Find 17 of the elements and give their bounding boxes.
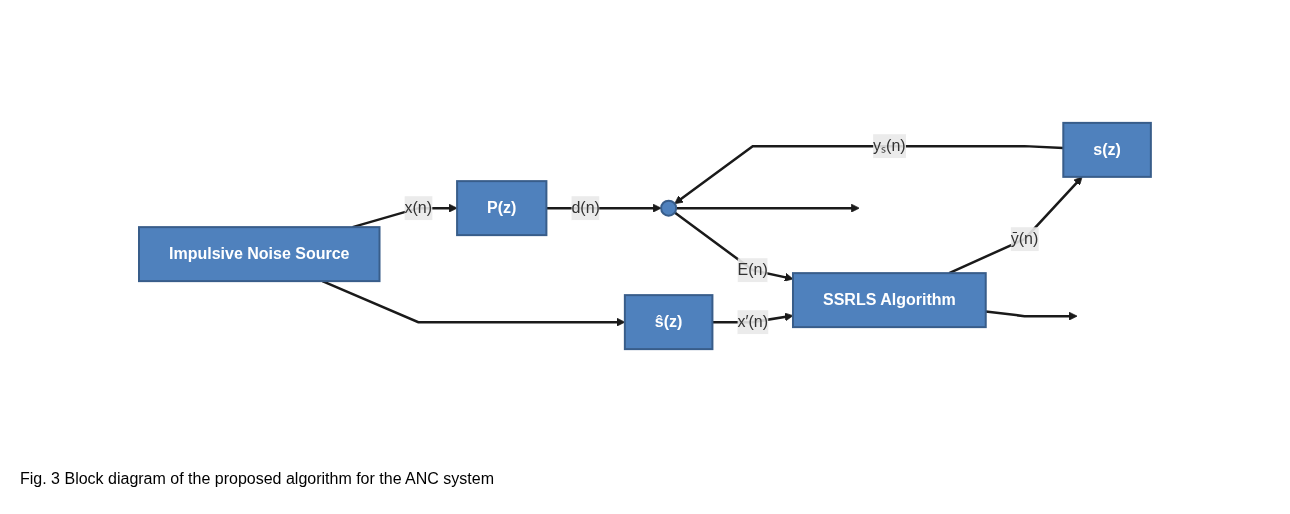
edge-label: d(n) (571, 199, 600, 217)
node-circle (660, 199, 678, 217)
arrow (948, 176, 1083, 275)
node-box: SSRLS Algorithm (792, 272, 987, 329)
edge-label: yₛ(n) (873, 137, 906, 155)
node-box: Impulsive Noise Source (138, 226, 381, 283)
edge-label: x′(n) (737, 313, 769, 331)
figure-caption: Fig. 3 Block diagram of the proposed algorithm for the ANC system (20, 470, 495, 488)
edge-label: x(n) (404, 199, 433, 217)
edge-label: E(n) (737, 261, 768, 279)
arrow (674, 144, 1064, 205)
arrow (676, 203, 860, 213)
node-box: s(z) (1062, 121, 1152, 178)
edge-label: ȳ(n) (1010, 230, 1039, 248)
node-box: P(z) (456, 180, 548, 237)
arrow (985, 310, 1078, 321)
node-box: ŝ(z) (623, 294, 714, 351)
